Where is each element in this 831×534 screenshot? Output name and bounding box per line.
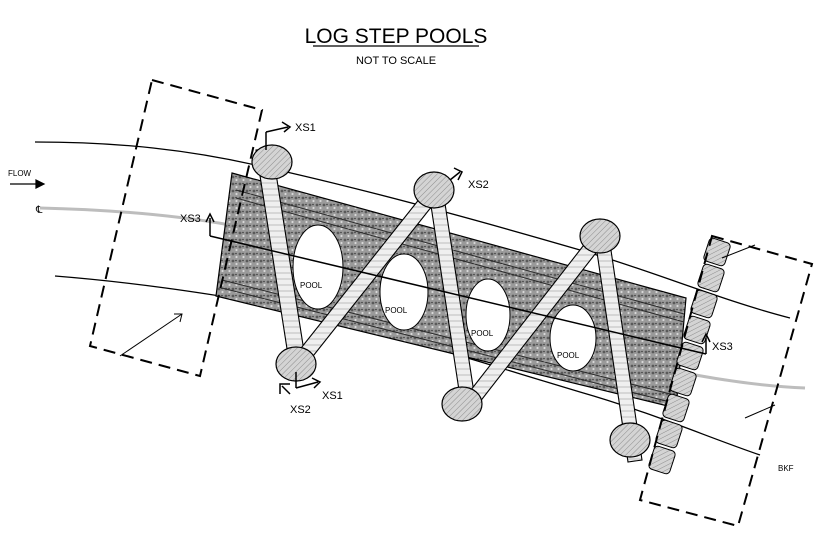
boulder-6 bbox=[609, 422, 651, 458]
xs1-top-label: XS1 bbox=[295, 122, 316, 134]
pool-label-1: POOL bbox=[300, 281, 323, 290]
xs2-bottom-label: XS2 bbox=[290, 404, 311, 416]
pool-4 bbox=[549, 304, 597, 372]
dashed-limit-box-left bbox=[88, 78, 264, 378]
leader-arrows bbox=[119, 244, 776, 419]
boulders bbox=[251, 144, 651, 458]
cross-section-markers bbox=[205, 121, 711, 395]
diagram-subtitle: NOT TO SCALE bbox=[356, 55, 436, 67]
boulder-3 bbox=[413, 171, 455, 209]
boulder-5 bbox=[579, 218, 621, 254]
centerline-symbol: ℄ bbox=[35, 205, 43, 216]
boulder-1 bbox=[251, 144, 293, 180]
pool-3 bbox=[465, 278, 511, 352]
flow-label: FLOW bbox=[8, 169, 32, 178]
pool-2 bbox=[379, 253, 429, 331]
bankfull-line-top bbox=[34, 141, 791, 319]
pool-label-4: POOL bbox=[557, 351, 580, 360]
xs3-right-label: XS3 bbox=[712, 341, 733, 353]
logs bbox=[255, 147, 643, 463]
pool-label-2: POOL bbox=[385, 306, 408, 315]
xs3-left-label: XS3 bbox=[180, 213, 201, 225]
bkf-label: BKF bbox=[778, 464, 794, 473]
pools: POOL POOL POOL POOL bbox=[292, 224, 597, 372]
xs2-top-label: XS2 bbox=[468, 179, 489, 191]
pool-label-3: POOL bbox=[471, 329, 494, 338]
xs1-bottom-label: XS1 bbox=[322, 390, 343, 402]
pool-1 bbox=[292, 224, 344, 310]
diagram-title: LOG STEP POOLS bbox=[305, 25, 488, 48]
flow-arrow bbox=[10, 179, 46, 189]
boulder-4 bbox=[441, 386, 483, 422]
